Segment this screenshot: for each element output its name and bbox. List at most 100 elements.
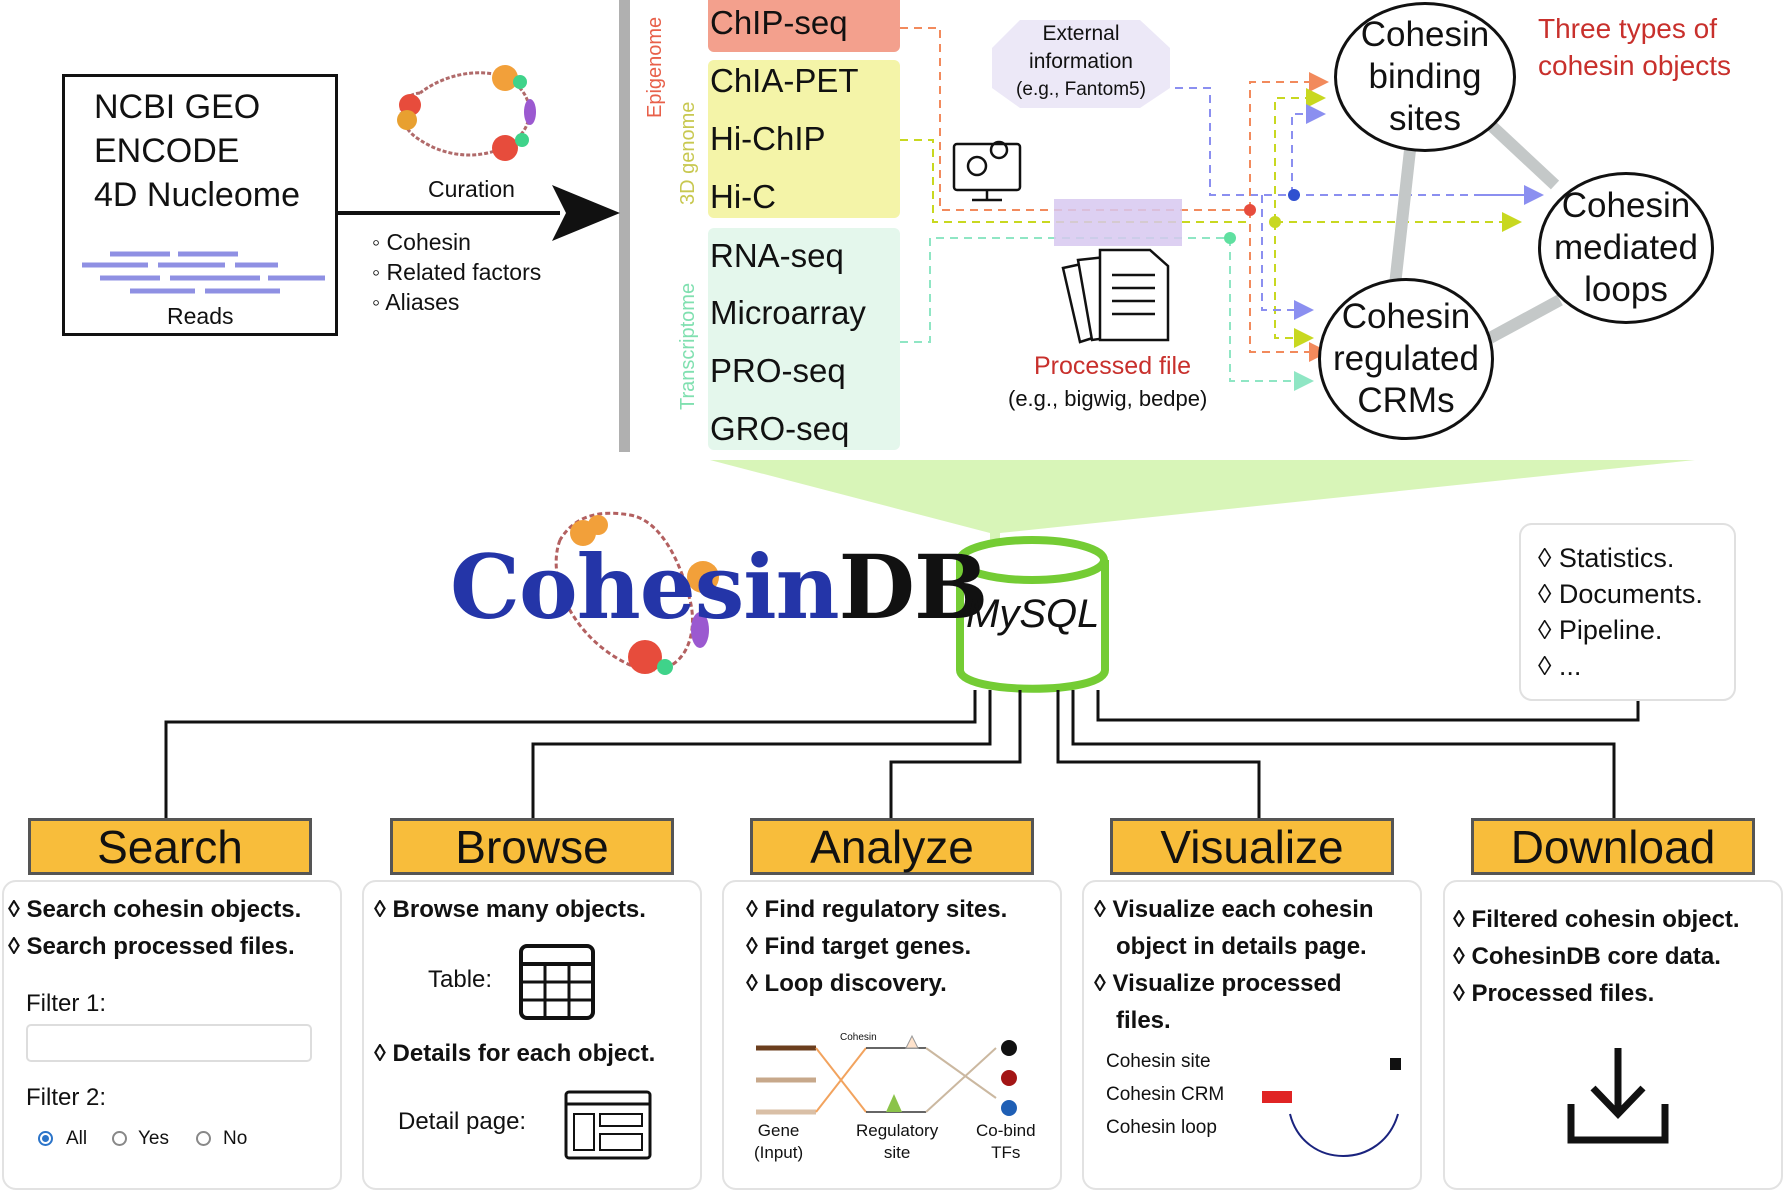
processed-file-icon	[1061, 248, 1170, 344]
external-line-3: (e.g., Fantom5)	[1016, 79, 1146, 100]
browse-bullet-2: ◊ Details for each object.	[374, 1040, 656, 1067]
filter1-label: Filter 1:	[26, 990, 107, 1017]
detail-page-icon	[564, 1090, 652, 1160]
data-sources-box: NCBI GEO ENCODE 4D Nucleome Reads	[62, 74, 338, 336]
analyze-card: ◊ Find regulatory sites. ◊ Find target g…	[722, 880, 1062, 1190]
browse-card: ◊ Browse many objects. Table: ◊ Details …	[362, 880, 702, 1190]
logo-co: Co	[450, 535, 578, 639]
dtype-rna-seq: RNA-seq	[710, 237, 844, 274]
legend-cohesin-site: Cohesin site	[1106, 1051, 1211, 1072]
radio-all[interactable]	[38, 1131, 53, 1146]
objects-heading-line-2: cohesin objects	[1538, 50, 1732, 81]
visualize-card: ◊ Visualize each cohesin object in detai…	[1082, 880, 1422, 1190]
source-4d-nucleome: 4D Nucleome	[94, 176, 300, 214]
extra-more[interactable]: ◊ ...	[1538, 651, 1582, 681]
curation-item-aliases: ◦ Aliases	[372, 289, 460, 315]
table-icon	[519, 944, 595, 1020]
radio-all-label: All	[66, 1128, 88, 1149]
dtype-chip-seq: ChIP-seq	[710, 4, 848, 41]
cobind-label: Co-bind	[976, 1121, 1036, 1140]
cohesin-ring-logo	[554, 511, 719, 675]
extra-documents[interactable]: ◊ Documents.	[1538, 579, 1703, 609]
crms-line-1: Cohesin	[1341, 297, 1471, 336]
dtype-hi-c: Hi-C	[710, 178, 776, 215]
browse-header[interactable]: Browse	[390, 818, 674, 875]
computer-gears-icon	[952, 140, 1022, 202]
analyze-header[interactable]: Analyze	[750, 818, 1034, 875]
objects-heading-line-1: Three types of	[1538, 13, 1717, 44]
filter2-label: Filter 2:	[26, 1084, 107, 1111]
visualize-bullet-1: ◊ Visualize each cohesin	[1094, 896, 1374, 923]
logo-hesin: hesin	[576, 535, 840, 639]
search-header[interactable]: Search	[28, 818, 312, 875]
radio-yes-label: Yes	[138, 1128, 169, 1149]
extras-box	[1519, 523, 1736, 701]
regulatory-label: Regulatory	[856, 1121, 939, 1140]
external-line-2: information	[1029, 50, 1133, 73]
processing-band	[1054, 199, 1182, 246]
binding-line-3: sites	[1389, 99, 1461, 138]
processed-file-title: Processed file	[1034, 352, 1192, 380]
gene-input-label: (Input)	[754, 1143, 804, 1162]
green-funnel	[710, 460, 1695, 545]
download-header[interactable]: Download	[1471, 818, 1755, 875]
crms-line-3: CRMs	[1357, 381, 1455, 420]
external-line-1: External	[1042, 22, 1120, 45]
source-ncbi-geo: NCBI GEO	[94, 88, 261, 126]
search-bullet-1: ◊ Search cohesin objects.	[8, 896, 302, 923]
radio-no[interactable]	[196, 1131, 211, 1146]
analyze-bullet-1: ◊ Find regulatory sites.	[746, 896, 1008, 923]
gene-label: Gene	[757, 1121, 800, 1140]
analyze-mini-diagram	[756, 1034, 1017, 1116]
filter1-input[interactable]	[26, 1024, 312, 1062]
category-epigenome: Epigenome	[644, 16, 666, 118]
tfs-label: TFs	[991, 1143, 1021, 1162]
legend-cohesin-loop: Cohesin loop	[1106, 1117, 1217, 1138]
dtype-gro-seq: GRO-seq	[710, 410, 850, 447]
download-icon[interactable]	[1563, 1042, 1673, 1152]
curation-label: Curation	[428, 176, 515, 202]
search-card: ◊ Search cohesin objects. ◊ Search proce…	[2, 880, 342, 1190]
search-bullet-2: ◊ Search processed files.	[8, 933, 295, 960]
processed-file-example: (e.g., bigwig, bedpe)	[1008, 386, 1208, 411]
category-transcriptome: Transcriptome	[677, 282, 699, 410]
extra-statistics[interactable]: ◊ Statistics.	[1538, 543, 1675, 573]
epigenome-group	[708, 0, 900, 52]
browse-bullet-1: ◊ Browse many objects.	[374, 896, 646, 923]
radio-no-label: No	[223, 1128, 248, 1149]
dtype-microarray: Microarray	[710, 294, 866, 331]
cohesindb-logo: CohesinDB	[450, 535, 988, 639]
dtype-pro-seq: PRO-seq	[710, 352, 846, 389]
reads-lines	[82, 251, 325, 294]
loops-line-1: Cohesin	[1561, 186, 1691, 225]
mysql-label: MySQL	[966, 592, 1100, 636]
loops-line-3: loops	[1584, 270, 1668, 309]
download-bullet-2: ◊ CohesinDB core data.	[1453, 943, 1721, 970]
radio-yes[interactable]	[112, 1131, 127, 1146]
transcriptome-group	[708, 228, 900, 450]
reads-label: Reads	[167, 303, 234, 329]
curation-item-related-factors: ◦ Related factors	[372, 259, 542, 285]
mysql-cylinder-shape	[956, 536, 1109, 693]
visualize-bullet-1b: object in details page.	[1116, 933, 1367, 960]
objects-heading: Three types of cohesin objects	[1538, 10, 1731, 84]
extra-pipeline[interactable]: ◊ Pipeline.	[1538, 615, 1663, 645]
visualize-header[interactable]: Visualize	[1110, 818, 1394, 875]
download-card: ◊ Filtered cohesin object. ◊ CohesinDB c…	[1443, 880, 1783, 1190]
analyze-bullet-3: ◊ Loop discovery.	[746, 970, 947, 997]
divider-bar	[619, 0, 630, 452]
binding-line-2: binding	[1368, 57, 1482, 96]
analyze-col-gene: Gene (Input)	[754, 1120, 803, 1164]
source-encode: ENCODE	[94, 132, 240, 170]
crms-line-2: regulated	[1333, 339, 1479, 378]
extras-list: ◊ Statistics. ◊ Documents. ◊ Pipeline. ◊…	[1538, 540, 1703, 684]
legend-loop-arc	[1289, 1113, 1399, 1157]
analyze-bullet-2: ◊ Find target genes.	[746, 933, 972, 960]
visualize-bullet-2b: files.	[1116, 1007, 1171, 1034]
